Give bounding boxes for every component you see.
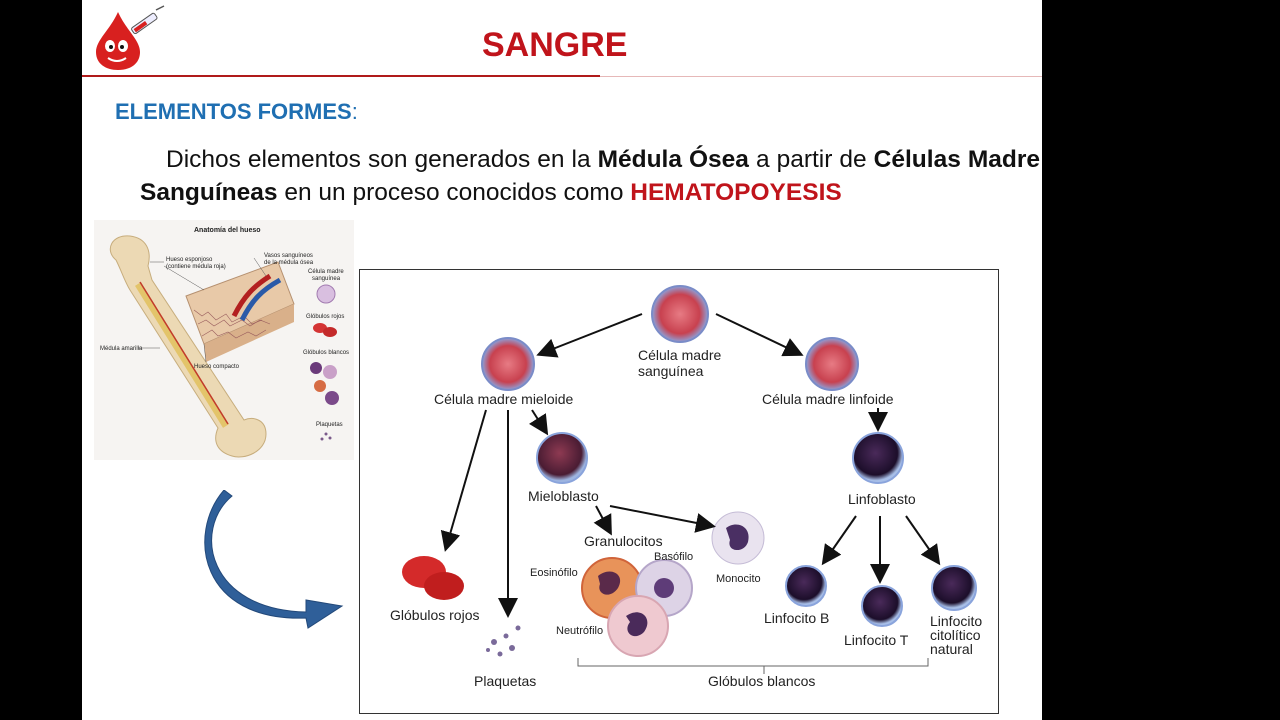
label-globulos-blancos: Glóbulos blancos <box>303 350 349 356</box>
hematopoiesis-diagram: Célula madre sanguínea Célula madre miel… <box>359 269 999 714</box>
body-paragraph: Dichos elementos son generados en la Méd… <box>140 143 1040 209</box>
label-celula-madre-2: sanguínea <box>312 276 341 282</box>
title-divider-light <box>600 76 1042 77</box>
myeloid-cell <box>481 337 535 391</box>
label-myeloid: Célula madre mieloide <box>434 391 574 407</box>
label-white-cells: Glóbulos blancos <box>708 673 815 689</box>
myeloblast-cell <box>536 432 588 484</box>
lymphocyte-t-cell <box>861 585 903 627</box>
para-bold-medula: Médula Ósea <box>597 146 749 173</box>
label-monocyte: Monocito <box>716 573 761 585</box>
label-hueso-compacto: Hueso compacto <box>194 364 240 370</box>
label-stem-cell: Célula madre <box>638 347 721 363</box>
label-medula-amarilla: Médula amarilla <box>100 346 143 352</box>
para-text-3: en un proceso conocidos como <box>277 179 631 206</box>
label-lymphoid: Célula madre linfoide <box>762 391 894 407</box>
label-nk-3: natural <box>930 641 973 657</box>
lymphoblast-cell <box>852 432 904 484</box>
label-granulocytes: Granulocitos <box>584 533 663 549</box>
blood-drop-mascot-icon <box>96 5 165 70</box>
label-celula-madre: Célula madre <box>308 269 344 275</box>
label-plaquetas: Plaquetas <box>316 422 343 428</box>
label-eosinophil: Eosinófilo <box>530 567 578 579</box>
label-myeloblast: Mieloblasto <box>528 488 599 504</box>
slide: SANGRE ELEMENTOS FORMES: Dichos elemento… <box>82 0 1042 720</box>
lymphocyte-b-cell <box>785 565 827 607</box>
label-lymph-b: Linfocito B <box>764 610 829 626</box>
section-colon: : <box>351 99 358 124</box>
label-nk-2: citolítico <box>930 627 981 643</box>
bone-anatomy-figure: Anatomía del hueso <box>94 220 354 460</box>
section-heading-text: ELEMENTOS FORMES <box>115 99 352 124</box>
label-red-cells: Glóbulos rojos <box>390 607 480 623</box>
label-neutrophil: Neutrófilo <box>556 625 603 637</box>
title-divider <box>82 75 600 77</box>
lymphoid-cell <box>805 337 859 391</box>
slide-title: SANGRE <box>482 26 628 64</box>
para-text-1: Dichos elementos son generados en la <box>166 146 598 173</box>
red-cell-2 <box>424 572 464 600</box>
para-highlight: HEMATOPOYESIS <box>630 179 842 206</box>
section-heading: ELEMENTOS FORMES: <box>115 99 358 125</box>
label-stem-cell-2: sanguínea <box>638 363 704 379</box>
label-lymph-t: Linfocito T <box>844 632 909 648</box>
label-nk-1: Linfocito <box>930 613 982 629</box>
label-hueso-esponjoso-2: (contiene médula roja) <box>166 264 226 270</box>
label-globulos-rojos: Glóbulos rojos <box>306 314 344 320</box>
label-platelets: Plaquetas <box>474 673 536 689</box>
bone-figure-title: Anatomía del hueso <box>194 227 261 234</box>
stem-cell <box>651 285 709 343</box>
label-hueso-esponjoso: Hueso esponjoso <box>166 257 213 263</box>
curved-arrow-icon <box>204 490 344 629</box>
platelets-group <box>486 625 521 657</box>
label-basophil: Basófilo <box>654 551 693 563</box>
para-text-2: a partir de <box>748 146 874 173</box>
label-lymphoblast: Linfoblasto <box>848 491 916 507</box>
nk-cell <box>931 565 977 611</box>
label-vasos: Vasos sanguíneos <box>264 253 313 259</box>
label-vasos-2: de la médula ósea <box>264 260 314 266</box>
para-bold-celulas: Células Madre Sanguíneas <box>140 146 1040 206</box>
